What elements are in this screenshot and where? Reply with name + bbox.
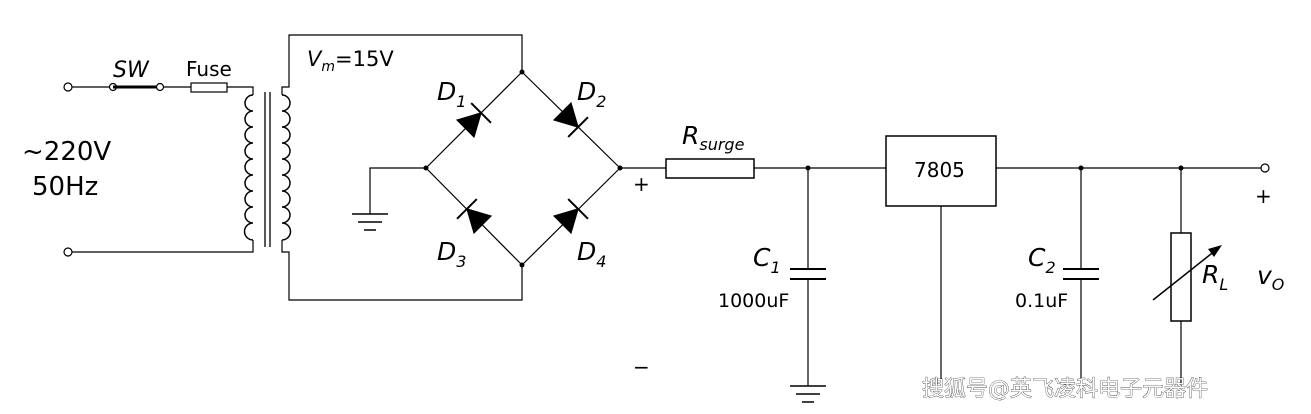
- input-terminal-top: [63, 82, 73, 92]
- diode-d3: [456, 198, 493, 235]
- ground-symbol-bridge: [352, 213, 388, 231]
- regulator-label: 7805: [914, 158, 965, 182]
- d3-label: D3: [437, 237, 466, 271]
- input-terminal-bottom: [63, 247, 73, 257]
- wire-fuse-to-primary: [227, 86, 254, 95]
- d1-label: D1: [437, 77, 466, 111]
- ground-symbol-c1: [790, 385, 826, 403]
- output-voltage-label: vO: [1257, 261, 1284, 294]
- rl-arrow-head: [1208, 245, 1222, 257]
- transformer-primary-coil: [243, 94, 254, 241]
- rl-variable-arrow: [1152, 249, 1217, 301]
- bridge-minus-label: −: [633, 355, 650, 379]
- bridge-node-bottom: [519, 262, 525, 268]
- d4-label: D4: [577, 237, 606, 271]
- d2-label: D2: [577, 77, 606, 111]
- fuse-label: Fuse: [186, 57, 232, 81]
- c2-label: C2: [1028, 243, 1056, 277]
- vm-label: Vm=15V: [307, 47, 394, 75]
- source-frequency-label: 50Hz: [32, 172, 98, 202]
- c1-value: 1000uF: [718, 290, 789, 312]
- source-voltage-label: ~220V: [22, 137, 111, 167]
- switch-contact-right: [155, 82, 165, 92]
- bridge-node-top: [519, 69, 525, 75]
- fuse-body: [190, 82, 228, 93]
- diode-d2: [552, 101, 589, 138]
- c2-value: 0.1uF: [1015, 290, 1068, 312]
- wire-secondary-top: [281, 34, 523, 95]
- rsurge-label: Rsurge: [682, 121, 745, 154]
- output-terminal: [1260, 163, 1270, 173]
- wire-bridge-to-ground: [369, 167, 426, 214]
- wire-primary-bottom: [72, 240, 254, 253]
- rsurge-body: [665, 158, 755, 179]
- transformer-secondary-coil: [281, 94, 292, 241]
- rl-label: RL: [1202, 260, 1228, 294]
- wire-secondary-bottom: [281, 240, 523, 301]
- watermark-text: 搜狐号@英飞凌科电子元器件: [922, 377, 1208, 402]
- diode-d1: [455, 102, 492, 139]
- c1-label: C1: [753, 243, 781, 277]
- switch-label: SW: [113, 58, 150, 83]
- regulator-body: [885, 135, 997, 207]
- diode-d4: [552, 198, 589, 235]
- bridge-plus-label: +: [633, 172, 650, 196]
- output-plus-label: +: [1255, 184, 1272, 208]
